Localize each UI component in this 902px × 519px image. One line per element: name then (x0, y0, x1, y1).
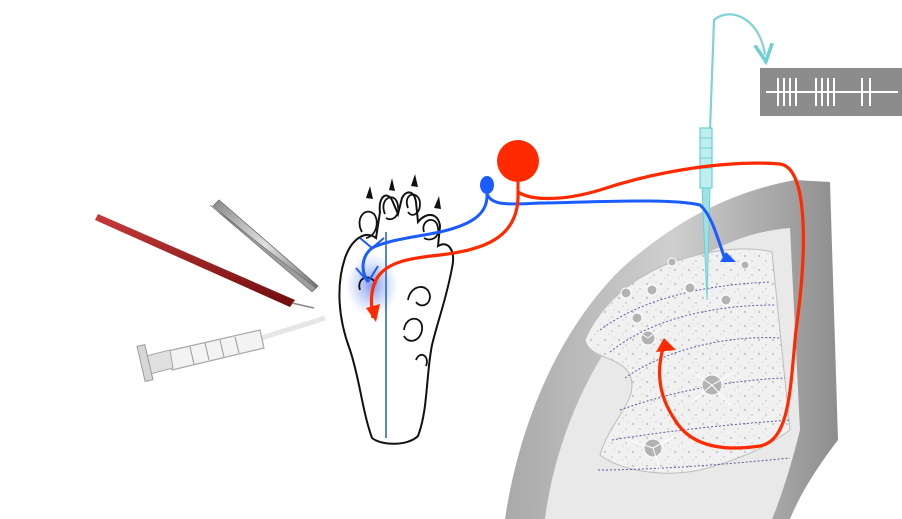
red-dorsal-root-ganglion (497, 140, 539, 182)
neuron (741, 261, 749, 269)
toe-pads (360, 195, 439, 240)
neuron (721, 295, 731, 305)
neuron (685, 283, 695, 293)
neuron (647, 285, 657, 295)
spike-train-display (760, 68, 902, 116)
syringe (137, 318, 325, 381)
neuron (668, 258, 676, 266)
electrode-wire (710, 14, 765, 130)
claws (366, 174, 441, 209)
neuron (621, 288, 631, 298)
hind-paw (339, 174, 453, 444)
syringe-tubing (262, 318, 325, 338)
neuron (632, 313, 642, 323)
syringe-barrel (168, 330, 264, 370)
blue-dorsal-root-ganglion (480, 176, 494, 194)
paw-outline (339, 192, 453, 443)
